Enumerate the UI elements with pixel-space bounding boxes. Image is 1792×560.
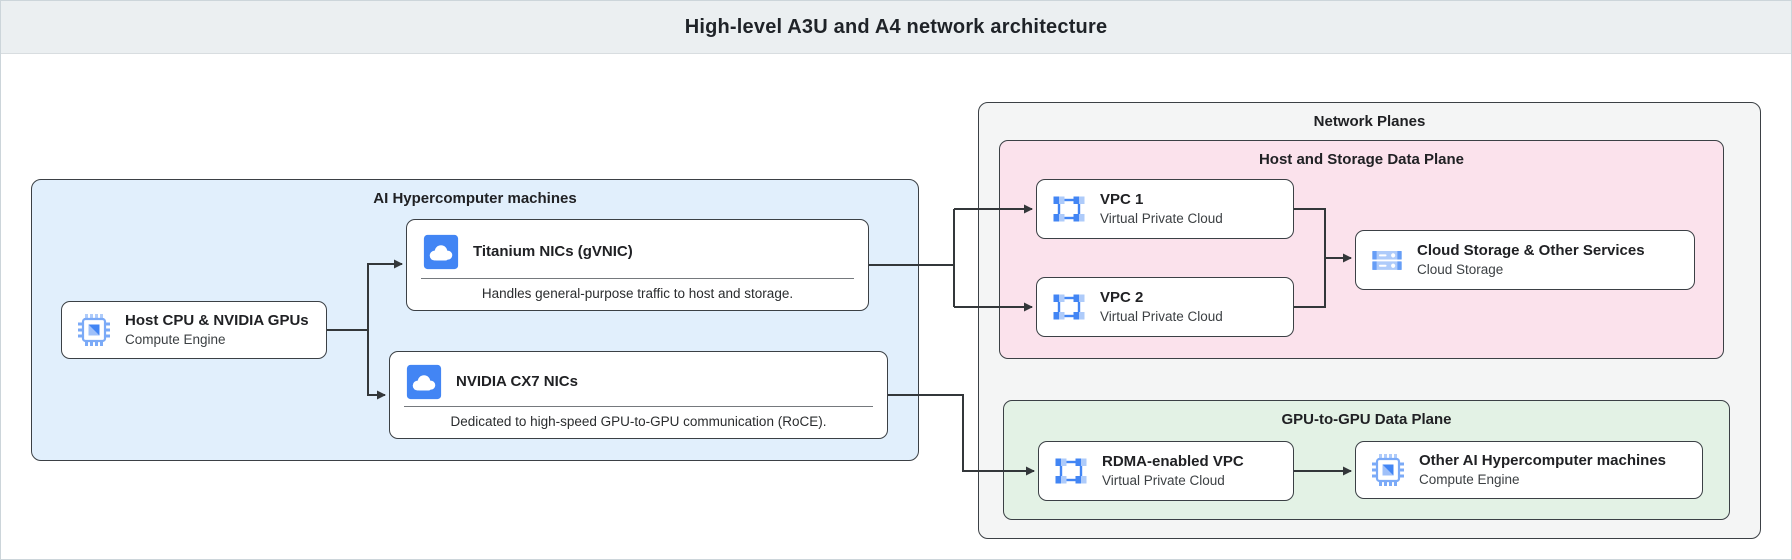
node-titanium-title: Titanium NICs (gVNIC) — [473, 242, 633, 260]
node-host-cpu: Host CPU & NVIDIA GPUs Compute Engine — [61, 301, 327, 359]
node-other-hypercomputer-subtitle: Compute Engine — [1419, 471, 1520, 487]
node-vpc1-title: VPC 1 — [1100, 191, 1144, 209]
node-vpc1: VPC 1 Virtual Private Cloud — [1036, 179, 1294, 239]
group-ai-hypercomputer-label: AI Hypercomputer machines — [373, 190, 577, 207]
divider — [421, 278, 854, 279]
node-vpc2: VPC 2 Virtual Private Cloud — [1036, 277, 1294, 337]
cloud-nic-icon — [423, 234, 459, 270]
cloud-storage-icon — [1370, 243, 1404, 277]
node-text: Cloud Storage & Other Services Cloud Sto… — [1417, 241, 1645, 278]
diagram-header: High-level A3U and A4 network architectu… — [1, 1, 1791, 54]
node-text: VPC 2 Virtual Private Cloud — [1100, 288, 1223, 325]
cloud-nic-icon — [406, 364, 442, 400]
node-titanium-nics: Titanium NICs (gVNIC) Handles general-pu… — [406, 219, 869, 311]
group-gpu-plane-label: GPU-to-GPU Data Plane — [1281, 411, 1452, 428]
vpc-icon — [1051, 191, 1087, 227]
node-text: Host CPU & NVIDIA GPUs Compute Engine — [125, 311, 309, 348]
node-vpc2-subtitle: Virtual Private Cloud — [1100, 308, 1223, 324]
page-title: High-level A3U and A4 network architectu… — [684, 15, 1108, 38]
node-cx7-nics: NVIDIA CX7 NICs Dedicated to high-speed … — [389, 351, 888, 439]
node-vpc1-subtitle: Virtual Private Cloud — [1100, 210, 1223, 226]
compute-engine-icon — [1370, 452, 1406, 488]
node-text: VPC 1 Virtual Private Cloud — [1100, 190, 1223, 227]
node-rdma-vpc-title: RDMA-enabled VPC — [1102, 453, 1244, 471]
node-cloud-storage-title: Cloud Storage & Other Services — [1417, 242, 1645, 260]
node-cx7-description: Dedicated to high-speed GPU-to-GPU commu… — [450, 414, 827, 429]
vpc-icon — [1051, 289, 1087, 325]
node-host-cpu-title: Host CPU & NVIDIA GPUs — [125, 312, 309, 330]
node-other-hypercomputer-title: Other AI Hypercomputer machines — [1419, 452, 1667, 470]
node-titanium-description: Handles general-purpose traffic to host … — [481, 286, 794, 301]
node-host-cpu-subtitle: Compute Engine — [125, 331, 226, 347]
node-cloud-storage-subtitle: Cloud Storage — [1417, 261, 1504, 277]
node-cx7-title: NVIDIA CX7 NICs — [456, 372, 578, 390]
compute-engine-icon — [76, 312, 112, 348]
node-cloud-storage: Cloud Storage & Other Services Cloud Sto… — [1355, 230, 1695, 290]
node-vpc2-title: VPC 2 — [1100, 289, 1144, 307]
node-text: RDMA-enabled VPC Virtual Private Cloud — [1102, 452, 1244, 489]
node-titanium-header: Titanium NICs (gVNIC) — [407, 220, 868, 278]
node-rdma-vpc: RDMA-enabled VPC Virtual Private Cloud — [1038, 441, 1294, 501]
node-text: Other AI Hypercomputer machines Compute … — [1419, 451, 1666, 488]
group-host-storage-plane-label: Host and Storage Data Plane — [1258, 151, 1465, 168]
group-network-planes-label: Network Planes — [1313, 113, 1426, 130]
divider — [404, 406, 873, 407]
node-rdma-vpc-subtitle: Virtual Private Cloud — [1102, 472, 1225, 488]
node-cx7-header: NVIDIA CX7 NICs — [390, 352, 887, 406]
vpc-icon — [1053, 453, 1089, 489]
node-other-hypercomputer: Other AI Hypercomputer machines Compute … — [1355, 441, 1703, 499]
